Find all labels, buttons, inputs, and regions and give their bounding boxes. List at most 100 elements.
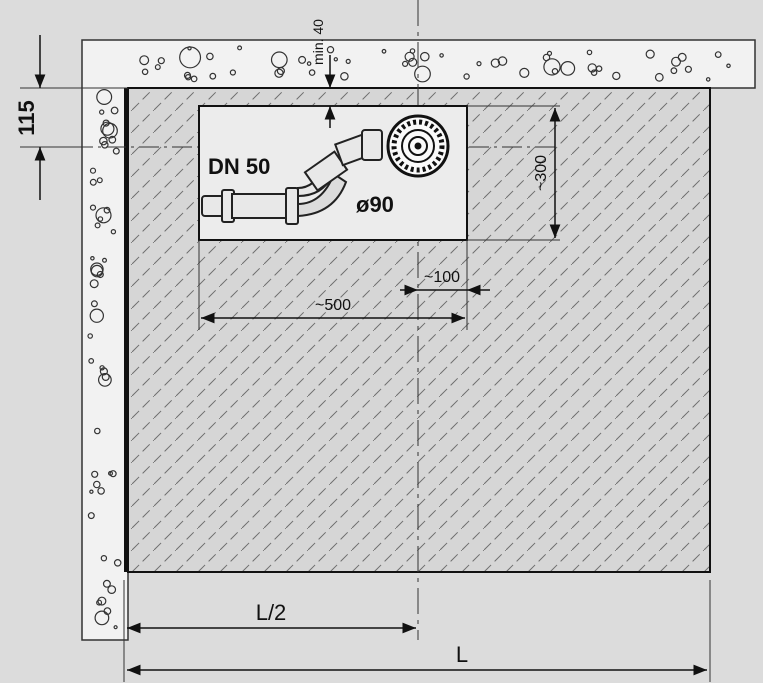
aggregate-stone bbox=[670, 56, 681, 67]
label-wall-thickness: 115 bbox=[14, 100, 39, 136]
drain-head-icon bbox=[386, 114, 450, 178]
aggregate-stone bbox=[587, 63, 597, 73]
aggregate-stone bbox=[90, 300, 98, 308]
aggregate-stone bbox=[96, 270, 104, 279]
aggregate-stone bbox=[89, 489, 94, 494]
aggregate-stone bbox=[97, 596, 107, 606]
aggregate-stone bbox=[96, 88, 113, 105]
label-drain-diameter: ø90 bbox=[356, 192, 394, 217]
aggregate-stone bbox=[670, 67, 678, 75]
label-min-gap: min. 40 bbox=[310, 19, 326, 65]
aggregate-stone bbox=[705, 77, 711, 82]
aggregate-stone bbox=[409, 48, 416, 54]
aggregate-stone bbox=[586, 49, 593, 56]
aggregate-stone bbox=[551, 68, 559, 75]
aggregate-stone bbox=[95, 207, 112, 224]
aggregate-stone bbox=[560, 61, 576, 76]
aggregate-stone bbox=[110, 106, 119, 115]
aggregate-stone bbox=[90, 255, 95, 261]
aggregate-stone bbox=[414, 65, 431, 83]
aggregate-stone bbox=[107, 470, 113, 476]
aggregate-stone bbox=[97, 487, 105, 495]
aggregate-stone bbox=[439, 53, 444, 58]
aggregate-stone bbox=[87, 512, 95, 520]
aggregate-stone bbox=[101, 257, 107, 263]
aggregate-stone bbox=[97, 373, 112, 387]
aggregate-stone bbox=[209, 72, 217, 80]
label-length: L bbox=[456, 642, 468, 667]
aggregate-stone bbox=[340, 72, 349, 81]
aggregate-stone bbox=[326, 46, 335, 54]
aggregate-stone bbox=[476, 60, 482, 67]
aggregate-stone bbox=[97, 216, 104, 222]
aggregate-stone bbox=[99, 367, 109, 376]
aggregate-stone bbox=[402, 60, 409, 68]
aggregate-stone bbox=[229, 69, 236, 76]
aggregate-stone bbox=[206, 52, 214, 61]
aggregate-stone bbox=[91, 470, 99, 478]
aggregate-stone bbox=[654, 72, 664, 82]
aggregate-stone bbox=[306, 61, 312, 66]
aggregate-stone bbox=[107, 585, 117, 594]
wall-aggregate bbox=[87, 45, 731, 630]
aggregate-stone bbox=[237, 45, 243, 51]
aggregate-stone bbox=[276, 66, 285, 76]
aggregate-stone bbox=[94, 222, 101, 229]
aggregate-stone bbox=[96, 599, 103, 606]
aggregate-stone bbox=[89, 308, 105, 323]
label-recess-depth: ~300 bbox=[533, 155, 550, 191]
aggregate-stone bbox=[298, 55, 307, 64]
aggregate-stone bbox=[89, 178, 97, 186]
aggregate-stone bbox=[100, 121, 115, 136]
aggregate-stone bbox=[94, 427, 101, 435]
aggregate-stone bbox=[112, 147, 120, 155]
aggregate-stone bbox=[89, 204, 97, 211]
aggregate-stone bbox=[590, 69, 598, 77]
aggregate-stone bbox=[141, 68, 149, 76]
aggregate-stone bbox=[333, 57, 338, 62]
aggregate-stone bbox=[90, 264, 104, 278]
aggregate-stone bbox=[109, 470, 117, 478]
aggregate-stone bbox=[113, 625, 118, 630]
aggregate-stone bbox=[714, 51, 722, 58]
aggregate-stone bbox=[90, 262, 104, 276]
aggregate-stone bbox=[546, 50, 553, 57]
aggregate-stone bbox=[179, 46, 202, 69]
aggregate-stone bbox=[345, 58, 351, 65]
aggregate-stone bbox=[98, 109, 105, 115]
aggregate-stone bbox=[490, 58, 501, 68]
label-half-length: L/2 bbox=[256, 600, 287, 625]
label-drain-offset: ~100 bbox=[424, 269, 460, 286]
aggregate-stone bbox=[100, 555, 108, 562]
aggregate-stone bbox=[94, 610, 110, 626]
aggregate-stone bbox=[419, 51, 430, 62]
aggregate-stone bbox=[184, 73, 192, 81]
aggregate-stone bbox=[684, 65, 693, 73]
aggregate-stone bbox=[381, 48, 387, 54]
aggregate-stone bbox=[190, 75, 198, 83]
aggregate-stone bbox=[87, 333, 94, 339]
aggregate-stone bbox=[99, 136, 108, 146]
drain-pipe bbox=[201, 129, 383, 225]
aggregate-stone bbox=[408, 57, 418, 67]
aggregate-stone bbox=[96, 177, 103, 184]
aggregate-stone bbox=[101, 141, 109, 149]
aggregate-stone bbox=[308, 69, 316, 76]
aggregate-stone bbox=[154, 64, 161, 71]
aggregate-stone bbox=[89, 279, 99, 289]
label-recess-width: ~500 bbox=[315, 297, 351, 314]
aggregate-stone bbox=[463, 73, 470, 80]
aggregate-stone bbox=[89, 167, 97, 174]
label-pipe-size: DN 50 bbox=[208, 154, 270, 179]
aggregate-stone bbox=[543, 58, 561, 76]
aggregate-stone bbox=[404, 51, 415, 62]
aggregate-stone bbox=[612, 71, 621, 81]
aggregate-stone bbox=[103, 206, 111, 214]
aggregate-stone bbox=[102, 579, 111, 588]
aggregate-stone bbox=[113, 558, 122, 567]
aggregate-stone bbox=[139, 55, 150, 66]
aggregate-stone bbox=[645, 49, 655, 59]
aggregate-stone bbox=[88, 358, 95, 364]
aggregate-stone bbox=[157, 57, 165, 65]
